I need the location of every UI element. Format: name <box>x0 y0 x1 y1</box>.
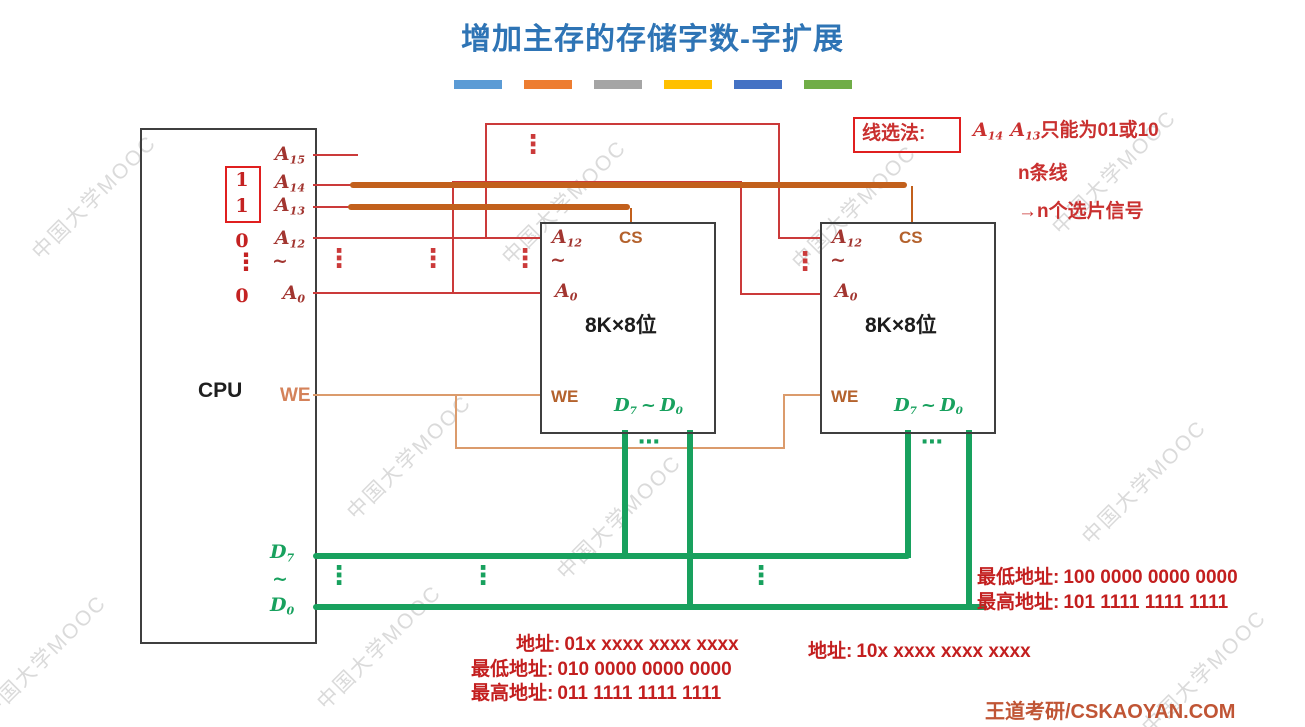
cpu-pin-a0: A0 <box>282 282 305 306</box>
line-select-highlight-box <box>853 117 961 153</box>
accent-bar <box>593 80 642 89</box>
cpu-pin-a13: A13 <box>274 194 305 218</box>
page-title: 增加主存的存储字数-字扩展 <box>461 23 844 56</box>
chip1-addr-row: 地址:01x xxxx xxxx xxxx <box>516 634 739 655</box>
chip2-addr-row: 地址:10x xxxx xxxx xxxx <box>808 641 1031 662</box>
chip1-pin-tilde: ~ <box>550 249 566 271</box>
wire-a14-stub <box>313 184 355 186</box>
watermark-text: 中国大学MOOC <box>0 591 112 725</box>
data-bus-ellipsis: ⋮ <box>470 561 496 591</box>
n-lines-note: n条线 <box>1018 163 1068 184</box>
wire-we-under-run <box>455 447 785 449</box>
wire-a14-select-line <box>350 182 907 188</box>
chip2-high-addr-row: 最高地址:101 1111 1111 1111 <box>977 592 1229 613</box>
chip2-pin-a0: A0 <box>835 280 858 304</box>
cpu-bit-a0: 0 <box>235 285 249 307</box>
chip2-data-ellipsis: ⋯ <box>921 430 943 455</box>
wire-a13-stub <box>313 206 353 208</box>
bus-ellipsis: ⋮ <box>520 130 546 160</box>
cpu-pin-a15: A15 <box>274 143 305 167</box>
cpu-pin-tilde-addr: ~ <box>272 250 288 272</box>
cpu-pin-d0: D0 <box>270 594 295 618</box>
wire-chip1-d7-drop <box>622 430 628 558</box>
chip1-low-addr-row: 最低地址:010 0000 0000 0000 <box>471 659 732 680</box>
chip1-pin-data: D7~D0 <box>614 395 683 418</box>
wire-d7-bus <box>313 553 910 559</box>
title-accent-bars <box>0 80 1305 89</box>
chip1-pin-a12: A12 <box>552 226 583 250</box>
wire-chip2-d7-drop <box>905 430 911 558</box>
wire-a12-chip2-drop <box>778 123 780 239</box>
watermark-text: 中国大学MOOC <box>552 451 687 585</box>
chip1-pin-a0: A0 <box>555 280 578 304</box>
chip2-pin-tilde: ~ <box>830 249 846 271</box>
chip1-high-addr-row: 最高地址:011 1111 1111 1111 <box>471 683 722 704</box>
cpu-bit-ellipsis: ⋮ <box>234 248 258 276</box>
watermark-text: 中国大学MOOC <box>312 581 447 715</box>
cpu-bit-a12: 0 <box>235 230 249 252</box>
chip2-pin-we: WE <box>831 387 859 406</box>
bus-ellipsis: ⋮ <box>512 244 538 274</box>
cpu-label: CPU <box>198 379 243 402</box>
cpu-bit-a14: 1 <box>235 169 249 191</box>
chip1-pin-we: WE <box>551 387 579 406</box>
wire-a0-chip2-in <box>740 293 822 295</box>
wire-a0-bus <box>313 292 540 294</box>
wire-we-chip2-up <box>783 394 785 449</box>
bus-ellipsis: ⋮ <box>326 244 352 274</box>
brand-text: 王道考研/CSKAOYAN.COM <box>985 701 1236 723</box>
data-bus-ellipsis: ⋮ <box>326 561 352 591</box>
bus-ellipsis: ⋮ <box>420 244 446 274</box>
accent-bar <box>523 80 572 89</box>
chip1-capacity-label: 8K×8位 <box>585 314 657 337</box>
chip2-pin-a12: A12 <box>832 226 863 250</box>
wire-a12-chip2-in <box>778 237 822 239</box>
cpu-pin-tilde-data: ~ <box>272 568 288 590</box>
wire-a12-top-run <box>485 123 780 125</box>
n-select-signals-note: →n个选片信号 <box>1018 201 1144 222</box>
cpu-box <box>140 128 317 644</box>
accent-bar <box>453 80 502 89</box>
wire-we-chip2-in <box>783 394 820 396</box>
chip1-pin-cs: CS <box>619 228 643 247</box>
watermark-text: 中国大学MOOC <box>1077 416 1212 550</box>
cpu-pin-we: WE <box>280 385 311 406</box>
line-select-label: 线选法: <box>862 123 926 144</box>
bus-ellipsis: ⋮ <box>792 247 818 277</box>
cpu-bit-a13: 1 <box>235 195 249 217</box>
wire-cs2-drop <box>911 186 913 223</box>
wire-a12-bus <box>313 237 540 239</box>
wire-chip2-d0-drop <box>966 430 972 610</box>
wire-a0-chip2-drop <box>740 181 742 295</box>
wire-chip1-d0-drop <box>687 430 693 610</box>
wire-a13-select-line <box>348 204 630 210</box>
wire-d0-bus <box>313 604 987 610</box>
chip2-pin-data: D7~D0 <box>894 395 963 418</box>
cpu-pin-a14: A14 <box>274 171 305 195</box>
chip2-low-addr-row: 最低地址:100 0000 0000 0000 <box>977 567 1238 588</box>
chip2-capacity-label: 8K×8位 <box>865 314 937 337</box>
cpu-pin-d7: D7 <box>270 541 295 565</box>
accent-bar <box>803 80 852 89</box>
data-bus-ellipsis: ⋮ <box>748 561 774 591</box>
accent-bar <box>733 80 782 89</box>
chip1-data-ellipsis: ⋯ <box>638 430 660 455</box>
memory-chip2-box <box>820 222 996 434</box>
memory-chip1-box <box>540 222 716 434</box>
wire-a15-stub <box>313 154 358 156</box>
chip2-pin-cs: CS <box>899 228 923 247</box>
wire-we-tap-down <box>455 394 457 449</box>
wire-cs1-drop <box>630 208 632 224</box>
cpu-pin-a12: A12 <box>274 227 305 251</box>
cpu-bits-highlight-box <box>225 166 261 223</box>
arrow-icon: → <box>1018 201 1037 222</box>
accent-bar <box>663 80 712 89</box>
line-select-formula: A14 A13只能为01或10 <box>973 119 1159 143</box>
wire-a0-tap-up <box>452 181 454 294</box>
wire-we-bus <box>313 394 540 396</box>
